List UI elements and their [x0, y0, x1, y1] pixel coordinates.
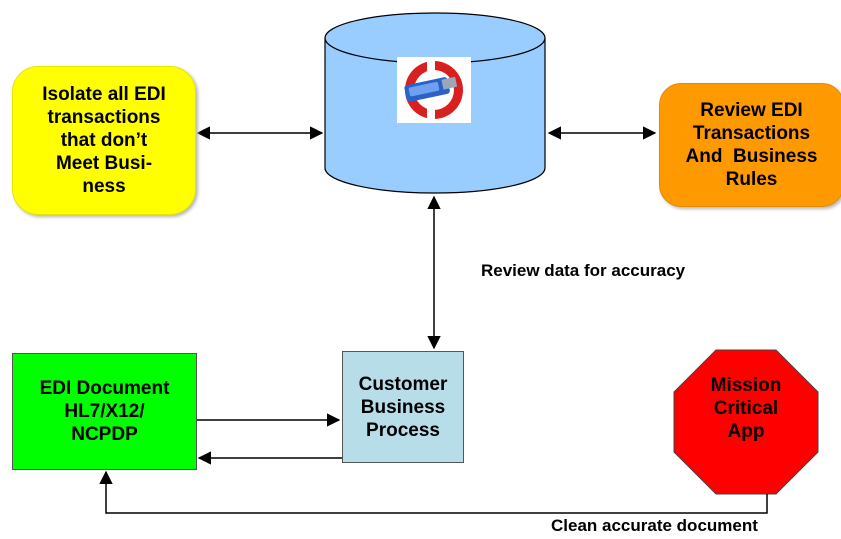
isolate-line-4: Meet Busi-	[55, 153, 153, 174]
edi-doc-line-2: HL7/X12/	[64, 401, 145, 422]
customer-process-box: Customer Business Process	[342, 351, 464, 463]
isolate-line-1: Isolate all EDI	[42, 84, 166, 105]
isolate-line-2: transactions	[47, 107, 161, 128]
customer-line-1: Customer	[358, 373, 448, 395]
edi-doc-line-3: NCPDP	[71, 424, 138, 445]
mission-line-1: Mission	[710, 375, 782, 396]
review-line-3: And Business	[685, 146, 818, 167]
customer-line-3: Process	[366, 419, 440, 441]
database-logo-icon	[397, 57, 471, 123]
isolate-line-3: that don’t	[60, 130, 148, 151]
review-data-caption: Review data for accuracy	[481, 261, 686, 280]
review-edi-box: Review EDI Transactions And Business Rul…	[659, 83, 841, 207]
mission-critical-stop-sign	[673, 349, 819, 495]
clean-document-caption: Clean accurate document	[551, 516, 758, 535]
review-line-4: Rules	[725, 169, 778, 190]
isolate-edi-box: Isolate all EDI transactions that don’t …	[12, 66, 196, 215]
edi-doc-line-1: EDI Document	[39, 378, 170, 399]
review-line-1: Review EDI	[700, 100, 803, 121]
mission-line-3: App	[727, 421, 765, 442]
customer-line-2: Business	[360, 396, 446, 418]
arrow-mission-to-edi	[99, 470, 768, 514]
edi-document-box: EDI Document HL7/X12/ NCPDP	[12, 353, 197, 470]
isolate-line-5: ness	[82, 176, 126, 197]
review-line-2: Transactions	[692, 123, 811, 144]
mission-critical-label: Mission Critical App	[686, 374, 806, 443]
mission-line-2: Critical	[713, 398, 779, 419]
